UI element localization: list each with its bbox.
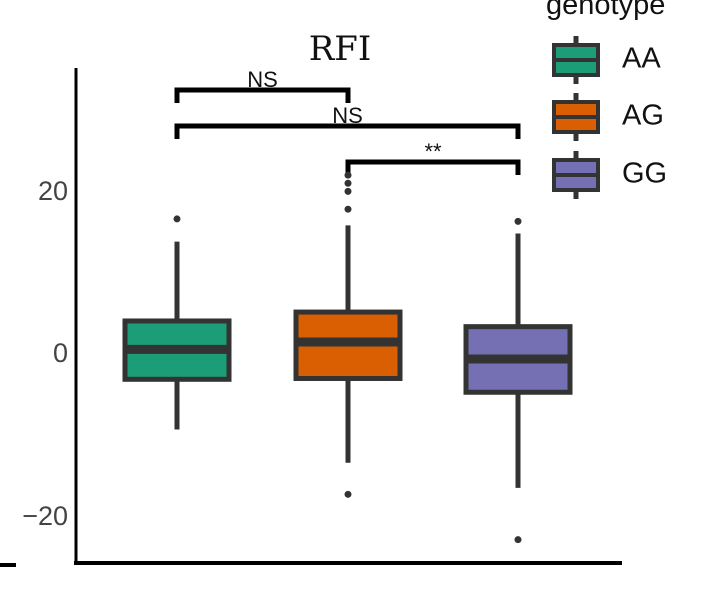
legend-title: genotype [546, 0, 665, 21]
bracket: NS [174, 67, 351, 103]
x-axis [0, 561, 622, 567]
y-tick-label: 0 [53, 338, 68, 368]
legend-label-ag: AG [622, 100, 664, 132]
bracket: ** [345, 139, 521, 175]
legend-key-aa [552, 36, 600, 84]
significance-label: ** [424, 139, 442, 164]
bracket: NS [174, 103, 521, 139]
legend-key-ag [552, 93, 600, 141]
legend-key-gg [552, 151, 600, 199]
outlier-point [344, 490, 352, 498]
y-tick-label: 20 [38, 176, 68, 206]
box-aa [122, 215, 232, 430]
legend-label-gg: GG [622, 158, 667, 190]
legend: genotype AA AG GG [546, 0, 667, 199]
outlier-point [344, 187, 352, 195]
bracket-line [174, 87, 351, 103]
significance-label: NS [332, 103, 363, 128]
outlier-point [173, 215, 181, 223]
outlier-point [344, 205, 352, 213]
outlier-point [344, 171, 352, 179]
outlier-point [514, 217, 522, 225]
box-gg [463, 217, 573, 544]
bracket-line [345, 159, 521, 175]
box-ag [293, 171, 403, 498]
chart-title: RFI [309, 29, 372, 69]
outlier-point [344, 179, 352, 187]
outlier-point [514, 536, 522, 544]
significance-label: NS [247, 67, 278, 92]
significance-brackets: NS NS ** [174, 67, 521, 175]
bracket-line [174, 123, 521, 139]
legend-keys [552, 36, 600, 199]
box-series [122, 171, 573, 544]
y-axis: 20 0 −20 [22, 68, 78, 565]
legend-label-aa: AA [622, 43, 661, 75]
y-tick-label: −20 [22, 501, 68, 531]
